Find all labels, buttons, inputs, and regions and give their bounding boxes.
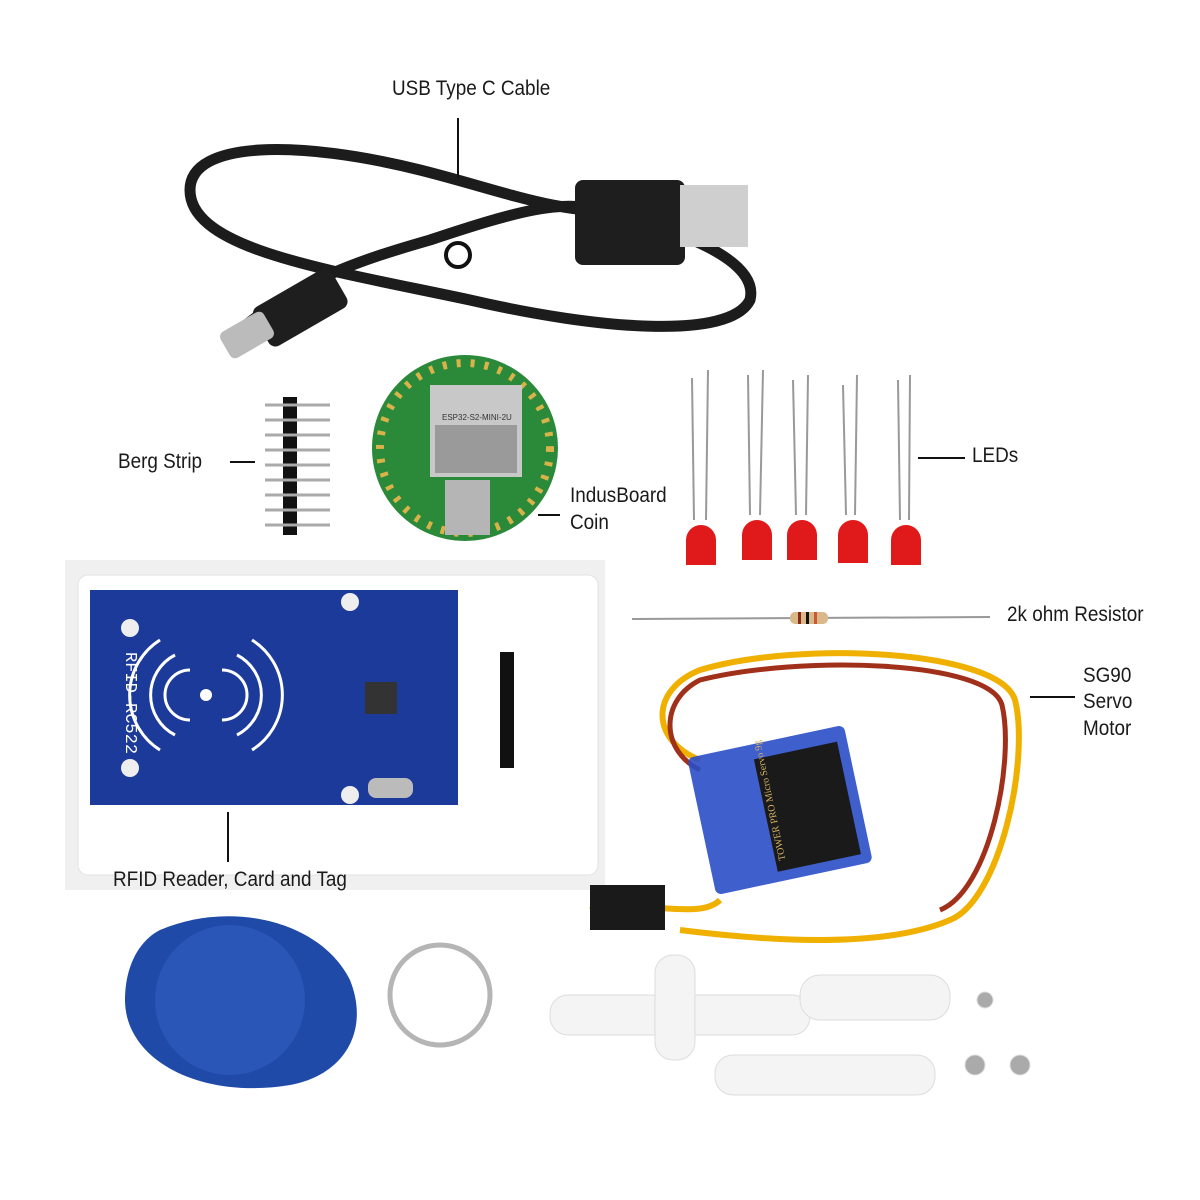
indusboard-label-line1: IndusBoard [570, 484, 667, 507]
usb-cable [184, 144, 757, 359]
berg-strip-leader [230, 461, 255, 463]
servo-leader [1030, 696, 1075, 698]
usb-cable-leader [457, 118, 459, 178]
leds [691, 369, 911, 521]
led-1 [686, 525, 716, 565]
usb-cable-label: USB Type C Cable [392, 77, 551, 100]
servo-label-line2: Servo [1083, 690, 1133, 713]
led-3 [787, 520, 817, 560]
servo-connector [590, 885, 665, 930]
servo-horns [549, 954, 1031, 1096]
servo-label-line3: Motor [1083, 717, 1132, 740]
resistor [631, 612, 991, 624]
rfid-board-marking: RFID-RC522 [120, 652, 139, 754]
servo-motor: TOWER PRO Micro Servo 9g [589, 650, 1022, 943]
usb-c-connector [220, 311, 274, 359]
usb-a-plug-housing [575, 180, 685, 265]
led-5 [891, 525, 921, 565]
indusboard-coin: ESP32-S2-MINI-2U [372, 355, 558, 541]
leds-label: LEDs [972, 444, 1019, 467]
berg-strip-top [265, 397, 330, 535]
led-2 [742, 520, 772, 560]
leds-leader [918, 457, 965, 459]
servo-label-line1: SG90 [1083, 664, 1132, 687]
led-4 [838, 520, 868, 563]
rfid-keyfob [125, 916, 493, 1089]
berg-strip-label: Berg Strip [118, 450, 203, 473]
rfid-label: RFID Reader, Card and Tag [113, 868, 347, 891]
indusboard-leader [538, 514, 560, 516]
resistor-label: 2k ohm Resistor [1007, 603, 1144, 626]
rfid-leader [227, 812, 229, 862]
indusboard-label-line2: Coin [570, 511, 609, 534]
usb-a-connector [680, 185, 748, 247]
rfid-reader: RFID-RC522 [65, 560, 605, 890]
chip-marking: ESP32-S2-MINI-2U [442, 413, 512, 422]
